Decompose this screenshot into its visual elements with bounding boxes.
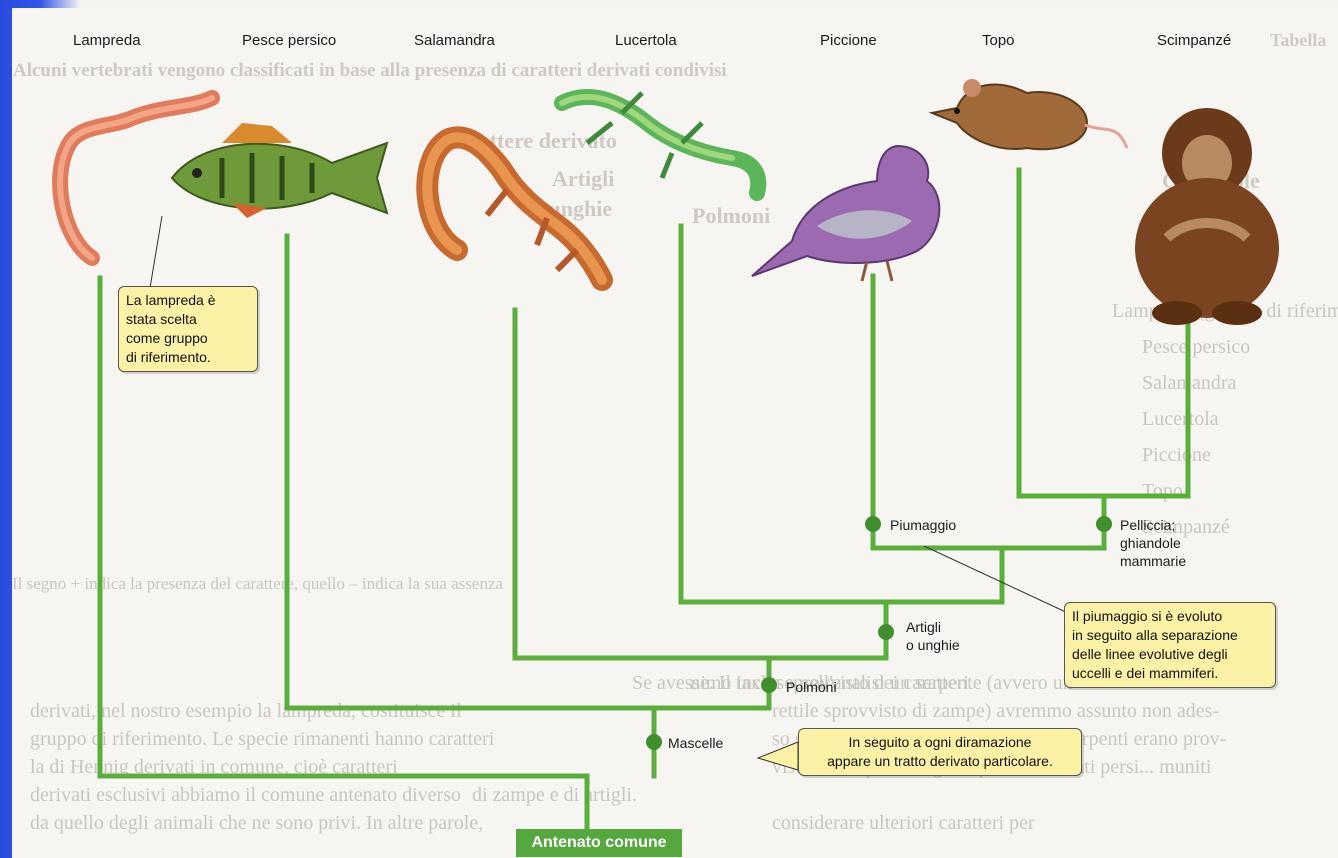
trait-pelliccia: Pelliccia; ghiandole mammarie <box>1120 516 1186 570</box>
callout-line: delle linee evolutive degli <box>1072 645 1268 664</box>
taxon-piccione: Piccione <box>820 32 877 49</box>
taxon-salamandra: Salamandra <box>414 32 495 49</box>
trait-polmoni: Polmoni <box>786 678 837 696</box>
branch-mammals <box>1002 496 1104 548</box>
scimpanze-illustration <box>1117 98 1297 328</box>
taxon-lucertola: Lucertola <box>615 32 677 49</box>
node-piumaggio <box>865 516 881 532</box>
callout-lampreda: La lampreda è stata scelta come gruppo d… <box>118 286 258 372</box>
piccione-illustration <box>747 126 957 286</box>
callout-line: come gruppo <box>126 329 250 348</box>
branch-pesce-persico <box>287 236 654 708</box>
lucertola-illustration <box>552 83 772 203</box>
callout-line: Il piumaggio si è evoluto <box>1072 607 1268 626</box>
callout-piumaggio: Il piumaggio si è evoluto in seguito all… <box>1064 602 1276 688</box>
root-antenato-comune: Antenato comune <box>516 829 682 857</box>
callout-line: La lampreda è <box>126 291 250 310</box>
taxon-scimpanze: Scimpanzé <box>1157 32 1231 49</box>
trait-piumaggio: Piumaggio <box>890 516 956 534</box>
branch-piccione <box>873 276 1002 548</box>
callout-diramazione: In seguito a ogni diramazione appare un … <box>798 728 1082 776</box>
taxon-topo: Topo <box>982 32 1015 49</box>
trait-pelliccia-line3: mammarie <box>1120 552 1186 570</box>
trait-artigli: Artigli o unghie <box>906 618 960 654</box>
taxon-pesce-persico: Pesce persico <box>242 32 336 49</box>
callout-line: In seguito a ogni diramazione <box>806 733 1074 752</box>
node-pelliccia <box>1096 516 1112 532</box>
branch-lungs-clade <box>654 658 769 708</box>
taxon-lampreda: Lampreda <box>73 32 141 49</box>
trait-pelliccia-line2: ghiandole <box>1120 534 1186 552</box>
trait-artigli-line1: Artigli <box>906 618 960 636</box>
node-artigli <box>878 624 894 640</box>
trait-pelliccia-line1: Pelliccia; <box>1120 516 1186 534</box>
leader-branching <box>758 742 798 770</box>
pesce-persico-illustration <box>162 118 402 228</box>
branch-amniote-join <box>886 548 1002 602</box>
branch-salamandra <box>515 310 769 658</box>
callout-line: in seguito alla separazione <box>1072 626 1268 645</box>
callout-line: di riferimento. <box>126 348 250 367</box>
callout-line: appare un tratto derivato particolare. <box>806 752 1074 771</box>
trait-mascelle: Mascelle <box>668 734 723 752</box>
trait-artigli-line2: o unghie <box>906 636 960 654</box>
node-polmoni <box>761 677 777 693</box>
topo-illustration <box>927 63 1132 168</box>
branch-claws-clade <box>769 602 886 658</box>
callout-line: stata scelta <box>126 310 250 329</box>
callout-line: uccelli e dei mammiferi. <box>1072 664 1268 683</box>
textbook-page: Tabella Alcuni vertebrati vengono classi… <box>12 8 1338 858</box>
node-mascelle <box>646 734 662 750</box>
